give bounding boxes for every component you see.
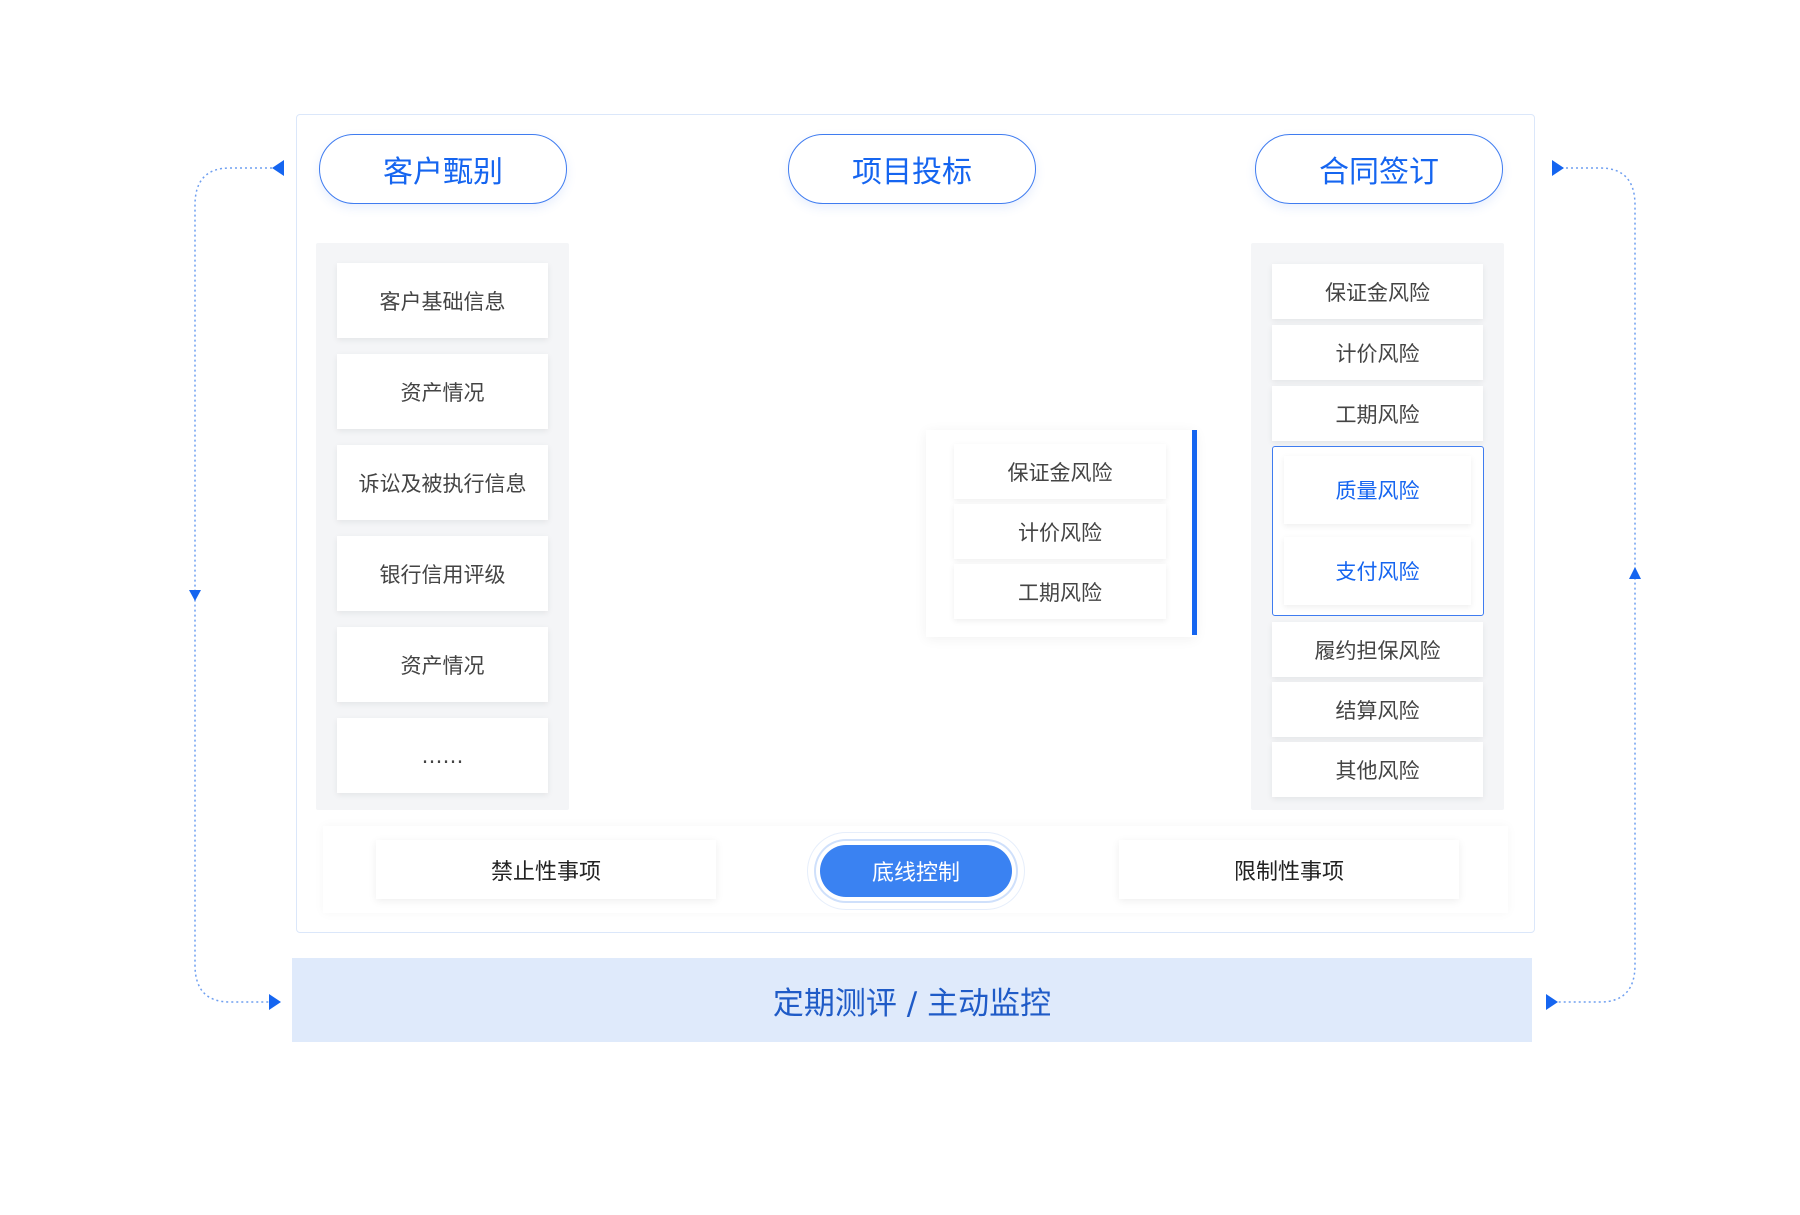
- right-item-highlighted: 支付风险: [1284, 537, 1471, 605]
- monitoring-banner: 定期测评 / 主动监控: [292, 958, 1532, 1042]
- prohibited-items-card: 禁止性事项: [376, 840, 716, 899]
- list-item: 资产情况: [337, 354, 548, 429]
- middle-item: 工期风险: [954, 564, 1166, 619]
- right-item: 结算风险: [1272, 682, 1483, 737]
- left-loop-connector: [189, 160, 284, 1010]
- middle-item: 保证金风险: [954, 444, 1166, 499]
- stage-project-bidding: 项目投标: [788, 134, 1036, 204]
- list-item: 客户基础信息: [337, 263, 548, 338]
- list-item: 资产情况: [337, 627, 548, 702]
- list-item: 银行信用评级: [337, 536, 548, 611]
- middle-item: 计价风险: [954, 504, 1166, 559]
- stage-customer-screening: 客户甄别: [319, 134, 567, 204]
- list-item-ellipsis: ……: [337, 718, 548, 793]
- right-item: 计价风险: [1272, 325, 1483, 380]
- right-item-highlighted: 质量风险: [1284, 456, 1471, 524]
- right-loop-connector: [1546, 160, 1641, 1010]
- list-item: 诉讼及被执行信息: [337, 445, 548, 520]
- stage-contract-signing: 合同签订: [1255, 134, 1503, 204]
- baseline-control-pill: 底线控制: [820, 845, 1012, 897]
- middle-accent-bar: [1192, 430, 1197, 635]
- right-item: 其他风险: [1272, 742, 1483, 797]
- right-item: 保证金风险: [1272, 264, 1483, 319]
- restricted-items-card: 限制性事项: [1119, 840, 1459, 899]
- right-item: 工期风险: [1272, 386, 1483, 441]
- right-item: 履约担保风险: [1272, 622, 1483, 677]
